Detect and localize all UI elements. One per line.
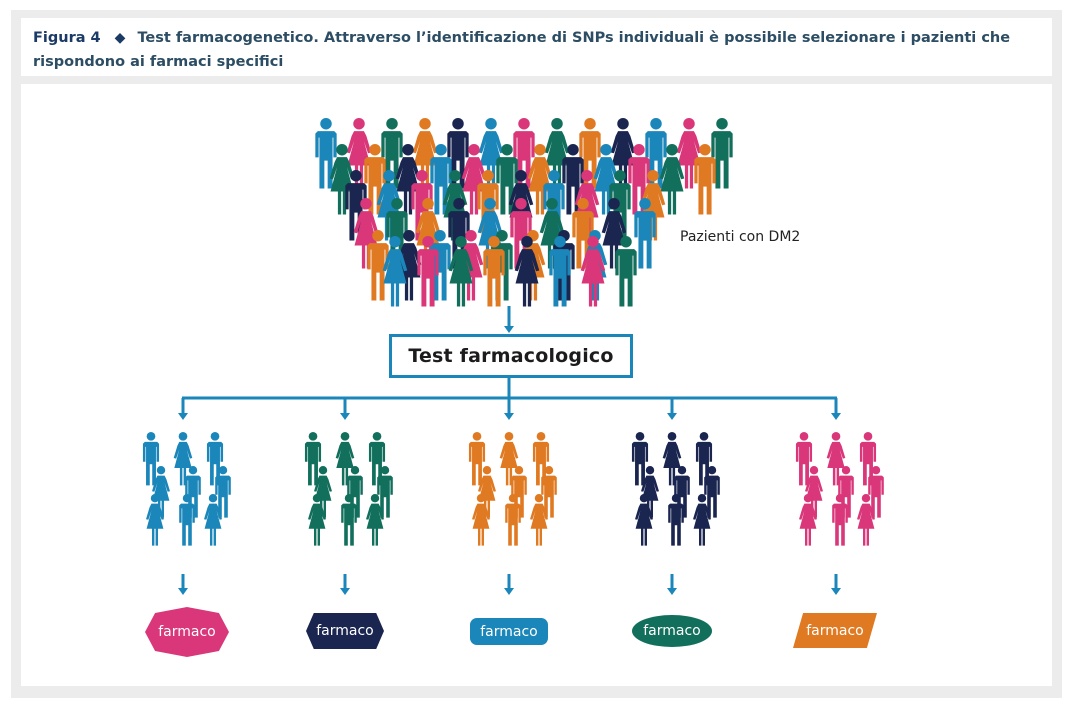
diamond-bullet-icon: ◆ <box>114 30 126 46</box>
group-person <box>505 494 521 546</box>
crowd-person <box>382 236 408 307</box>
test-box: Test farmacologico <box>389 334 633 378</box>
caption-box <box>21 18 1052 76</box>
crowd-person <box>395 144 421 215</box>
drug-badge-1: farmaco <box>145 607 229 657</box>
crowd-person <box>346 118 372 189</box>
crowd-person <box>315 118 337 189</box>
group-person <box>859 432 877 486</box>
group-person <box>857 494 875 546</box>
group-person <box>142 432 160 486</box>
group-person <box>335 432 355 486</box>
group-person <box>204 494 222 546</box>
crowd-person <box>329 144 355 215</box>
group-person <box>499 432 519 486</box>
group-person <box>146 494 164 546</box>
group-person <box>662 432 682 486</box>
crowd-person <box>458 230 484 301</box>
figure-label: Figura 4 <box>33 30 101 46</box>
group-person <box>868 466 884 518</box>
group-person <box>530 494 548 546</box>
group-person <box>635 494 653 546</box>
group-person <box>173 432 193 486</box>
crowd-person <box>580 236 606 307</box>
crowd-person <box>634 198 656 269</box>
crowd-person <box>478 118 504 189</box>
crowd-person <box>396 230 422 301</box>
crowd-person <box>593 144 619 215</box>
crowd-label: Pazienti con DM2 <box>680 229 801 245</box>
group-person <box>805 466 823 518</box>
drug-badge-2: farmaco <box>306 613 384 649</box>
drug-badge-3: farmaco <box>470 618 548 645</box>
group-person <box>695 432 713 486</box>
crowd-person <box>412 118 438 189</box>
caption-text: Test farmacogenetico. Attraverso l’ident… <box>33 30 1011 70</box>
crowd-person <box>615 236 637 307</box>
crowd-person <box>367 230 389 301</box>
drug-badge-4: farmaco <box>632 615 712 647</box>
crowd-person <box>527 144 553 215</box>
group-person <box>368 432 386 486</box>
group-person <box>314 466 332 518</box>
drug-arrow-1-head <box>178 588 188 595</box>
group-person <box>341 494 357 546</box>
group-person <box>304 432 322 486</box>
group-person <box>478 466 496 518</box>
crowd-person <box>483 236 505 307</box>
branch-arrow-5-head <box>831 413 841 420</box>
group-person <box>468 432 486 486</box>
group-person <box>668 494 684 546</box>
crowd-person <box>514 236 540 307</box>
crowd-person <box>417 236 439 307</box>
group-person <box>641 466 659 518</box>
group-person <box>799 494 817 546</box>
crowd-person <box>353 198 379 269</box>
group-person <box>532 432 550 486</box>
branch-arrow-2-head <box>340 413 350 420</box>
crowd-person <box>711 118 733 189</box>
branch-arrow-4-head <box>667 413 677 420</box>
group-person <box>832 494 848 546</box>
group-person <box>152 466 170 518</box>
crowd-person <box>429 230 451 301</box>
group-person <box>179 494 195 546</box>
drug-arrow-3-head <box>504 588 514 595</box>
drug-arrow-2-head <box>340 588 350 595</box>
group-person <box>704 466 720 518</box>
group-person <box>215 466 231 518</box>
group-person <box>366 494 384 546</box>
group-person <box>631 432 649 486</box>
group-person <box>206 432 224 486</box>
figure-caption: Figura 4 ◆Test farmacogenetico. Attravers… <box>33 26 1033 74</box>
arrow-to-test-head <box>504 326 514 333</box>
group-person <box>795 432 813 486</box>
branch-arrow-3-head <box>504 413 514 420</box>
drug-arrow-5-head <box>831 588 841 595</box>
crowd-person <box>610 118 636 189</box>
crowd-person <box>676 118 702 189</box>
crowd-person <box>659 144 685 215</box>
group-person <box>693 494 711 546</box>
crowd-person <box>539 198 565 269</box>
drug-arrow-4-head <box>667 588 677 595</box>
crowd-person <box>461 144 487 215</box>
drug-badge-5: farmaco <box>793 613 877 648</box>
crowd-person <box>549 236 571 307</box>
group-person <box>541 466 557 518</box>
crowd-person <box>694 144 716 215</box>
group-person <box>377 466 393 518</box>
group-person <box>308 494 326 546</box>
group-person <box>472 494 490 546</box>
branch-arrow-1-head <box>178 413 188 420</box>
crowd-person <box>544 118 570 189</box>
crowd-person <box>601 198 627 269</box>
group-person <box>826 432 846 486</box>
crowd-person <box>448 236 474 307</box>
